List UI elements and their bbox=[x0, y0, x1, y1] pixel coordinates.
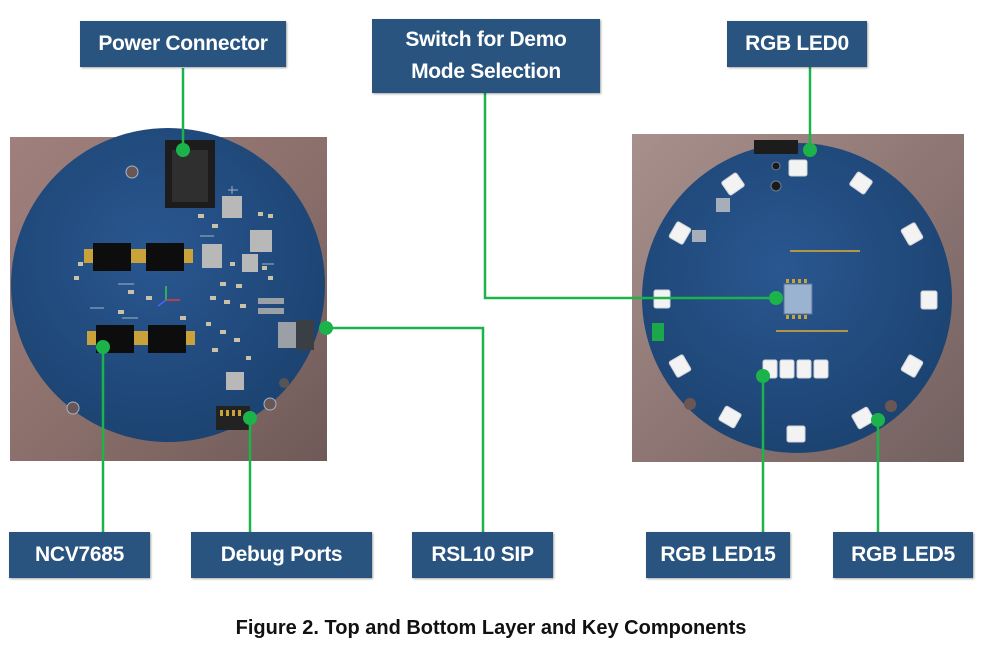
figure-caption: Figure 2. Top and Bottom Layer and Key C… bbox=[235, 617, 747, 639]
rgb-led0-label: RGB LED0 bbox=[727, 21, 867, 67]
leader-dots bbox=[96, 143, 885, 427]
rsl10-sip-chip bbox=[783, 283, 813, 315]
power-connector-text: Power Connector bbox=[98, 32, 268, 55]
driver-chips bbox=[84, 243, 195, 353]
top-layer-board bbox=[10, 128, 327, 461]
switch-demo-text-line2: Mode Selection bbox=[411, 60, 561, 83]
rsl10-sip-label: RSL10 SIP bbox=[412, 532, 553, 578]
rgb-led5-label: RGB LED5 bbox=[833, 532, 973, 578]
bottom-layer-board bbox=[632, 134, 964, 462]
axis-marker bbox=[157, 286, 180, 307]
ncv7685-text: NCV7685 bbox=[35, 543, 124, 566]
leader-lines bbox=[101, 67, 880, 532]
switch-demo-mode-label: Switch for Demo Mode Selection bbox=[372, 19, 600, 93]
debug-ports-label: Debug Ports bbox=[191, 532, 372, 578]
rgb-led15-label: RGB LED15 bbox=[646, 532, 790, 578]
ncv7685-label: NCV7685 bbox=[9, 532, 150, 578]
rgb-led15-text: RGB LED15 bbox=[660, 543, 776, 566]
switch-demo-text-line1: Switch for Demo bbox=[405, 28, 567, 51]
power-connector-label: Power Connector bbox=[80, 21, 286, 67]
rgb-led0-text: RGB LED0 bbox=[745, 32, 849, 55]
debug-ports-text: Debug Ports bbox=[220, 543, 343, 566]
rsl10-sip-text: RSL10 SIP bbox=[431, 543, 534, 566]
rgb-led5-text: RGB LED5 bbox=[851, 543, 955, 566]
